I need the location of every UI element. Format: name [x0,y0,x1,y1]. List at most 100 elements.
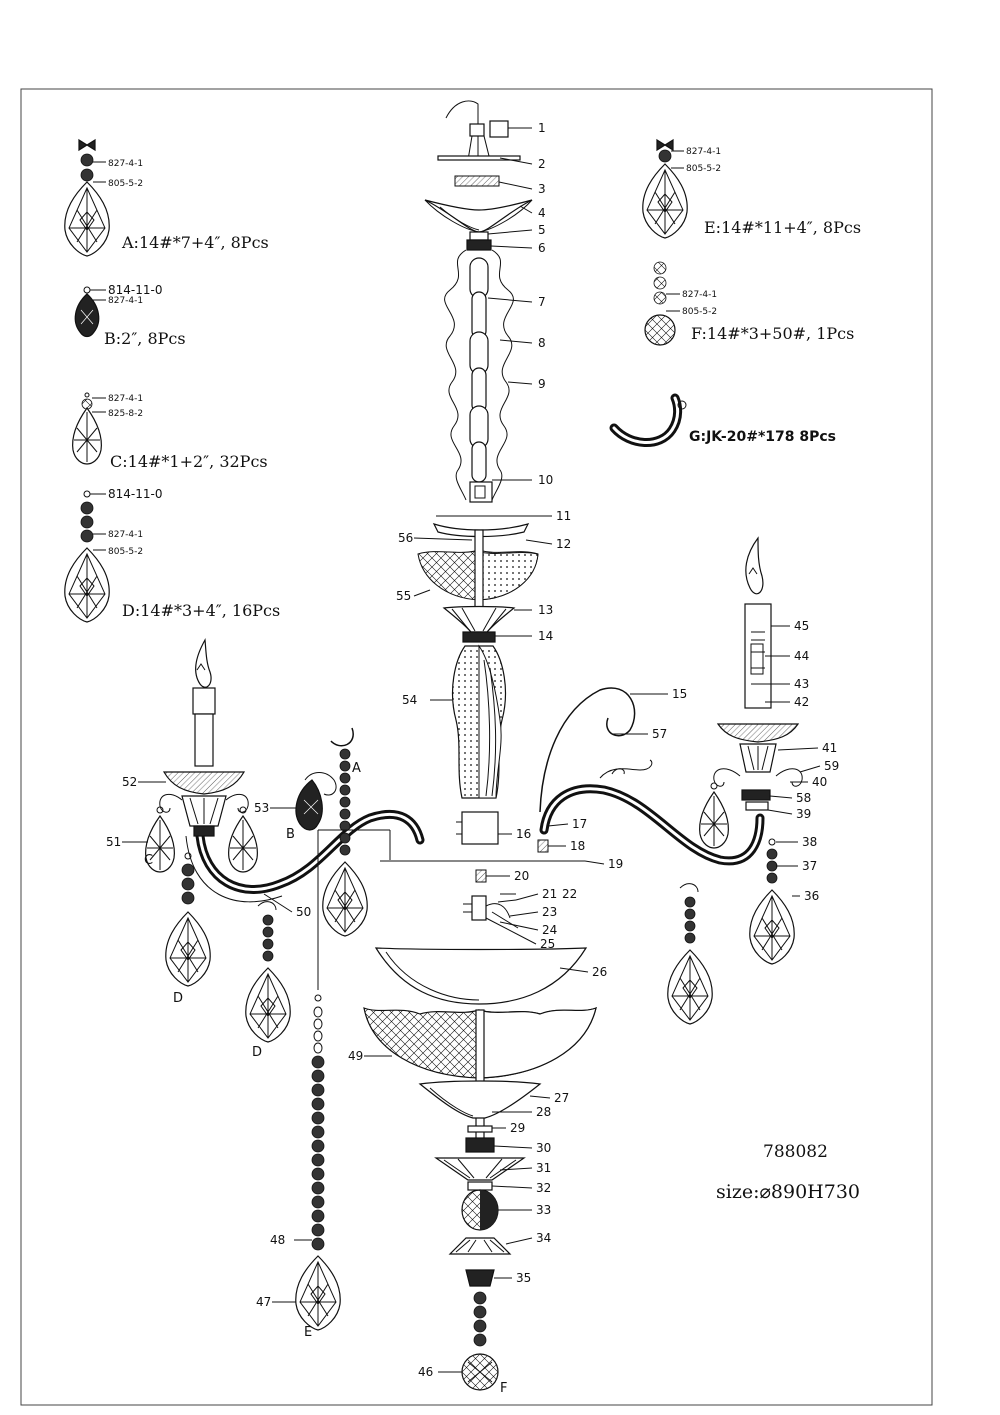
part-41-label: 41 [822,741,837,755]
part-45-label: 45 [794,619,809,633]
part-36-label: 36 [804,889,819,903]
part-42-label: 42 [794,695,809,709]
part-26-label: 26 [592,965,607,979]
central-column [363,100,597,1391]
legend-e-code-1: 827-4-1 [686,147,721,157]
legend-a-spec: A:14#*7+4″, 8Pcs [121,233,269,252]
legend-b-spec: B:2″, 8Pcs [104,329,186,348]
legend-a-code-2: 805-5-2 [108,179,143,189]
part-47-label: 47 [256,1295,271,1309]
part-44-label: 44 [794,649,809,663]
legend-f-code-2: 805-5-2 [682,307,717,317]
part-38-label: 38 [802,835,817,849]
part-49-label: 49 [348,1049,363,1063]
pendant-letter-d-left: D [173,991,183,1006]
part-15-label: 15 [672,687,687,701]
legend-b: 814-11-0 827-4-1 B:2″, 8Pcs [74,283,186,348]
part-33-label: 33 [536,1203,551,1217]
legend-d-code-2: 827-4-1 [108,530,143,540]
part-16-label: 16 [516,827,531,841]
part-32-label: 32 [536,1181,551,1195]
right-arm [537,536,803,1025]
part-8-label: 8 [538,336,546,350]
part-37-label: 37 [802,859,817,873]
model-number: 788082 [763,1142,828,1162]
pendant-letter-a: A [352,761,361,776]
leader-lines [122,127,821,1373]
part-27-label: 27 [554,1091,569,1105]
pendant-letter-f: F [500,1381,507,1396]
part-22-label: 22 [562,887,577,901]
legend-f-spec: F:14#*3+50#, 1Pcs [691,324,854,343]
part-24-label: 24 [542,923,557,937]
part-50-label: 50 [296,905,311,919]
part-55-label: 55 [396,589,411,603]
part-48-label: 48 [270,1233,285,1247]
part-23-label: 23 [542,905,557,919]
legend-d-code-3: 805-5-2 [108,547,143,557]
legend-c: 827-4-1 825-8-2 C:14#*1+2″, 32Pcs [72,392,268,471]
legend-d-spec: D:14#*3+4″, 16Pcs [122,601,280,620]
pendant-letter-d-middle: D [252,1045,262,1060]
part-53-label: 53 [254,801,269,815]
part-56-label: 56 [398,531,413,545]
legend-g: G:JK-20#*178 8Pcs [609,393,836,447]
part-10-label: 10 [538,473,553,487]
part-54-label: 54 [402,693,417,707]
part-28-label: 28 [536,1105,551,1119]
part-6-label: 6 [538,241,546,255]
legend-a: 827-4-1 805-5-2 A:14#*7+4″, 8Pcs [64,138,269,257]
part-13-label: 13 [538,603,553,617]
part-4-label: 4 [538,206,546,220]
part-7-label: 7 [538,295,546,309]
page-border [20,88,933,1406]
part-12-label: 12 [556,537,571,551]
part-35-label: 35 [516,1271,531,1285]
part-1-label: 1 [538,121,546,135]
pendant-letters: A B C D D E F [144,761,507,1396]
part-21-label: 21 [542,887,557,901]
part-51-label: 51 [106,835,121,849]
legend-c-spec: C:14#*1+2″, 32Pcs [110,452,268,471]
part-30-label: 30 [536,1141,551,1155]
part-20-label: 20 [514,869,529,883]
part-17-label: 17 [572,817,587,831]
part-25-label: 25 [540,937,555,951]
part-29-label: 29 [510,1121,525,1135]
pendant-letter-e: E [304,1325,312,1340]
legend-e: 827-4-1 805-5-2 E:14#*11+4″, 8Pcs [642,138,861,239]
legend-c-code-1: 827-4-1 [108,394,143,404]
legend-c-code-2: 825-8-2 [108,409,143,419]
pendant-letter-c: C [144,853,153,868]
part-52-label: 52 [122,775,137,789]
legend-f-code-1: 827-4-1 [682,290,717,300]
part-2-label: 2 [538,157,546,171]
legend-b-code-1: 814-11-0 [108,283,162,297]
part-11-label: 11 [556,509,571,523]
part-57-label: 57 [652,727,667,741]
part-34-label: 34 [536,1231,551,1245]
part-46-label: 46 [418,1365,433,1379]
part-number-labels: 1 2 3 4 5 6 7 8 9 10 11 12 13 14 15 16 1… [106,121,839,1379]
part-58-label: 58 [796,791,811,805]
legend-e-code-2: 805-5-2 [686,164,721,174]
part-3-label: 3 [538,182,546,196]
legend-a-code-1: 827-4-1 [108,159,143,169]
legend-d: 814-11-0 827-4-1 805-5-2 D:14#*3+4″, 16P… [64,487,280,623]
part-5-label: 5 [538,223,546,237]
part-18-label: 18 [570,839,585,853]
part-39-label: 39 [796,807,811,821]
part-43-label: 43 [794,677,809,691]
part-59-label: 59 [824,759,839,773]
part-14-label: 14 [538,629,553,643]
part-40-label: 40 [812,775,827,789]
part-19-label: 19 [608,857,623,871]
pendant-letter-b: B [286,827,295,842]
legend-g-spec: G:JK-20#*178 8Pcs [689,429,836,445]
left-arm [145,638,425,1331]
size-spec: size:⌀890H730 [716,1181,860,1203]
legend-d-code-1: 814-11-0 [108,487,162,501]
legend-e-spec: E:14#*11+4″, 8Pcs [704,218,861,237]
part-31-label: 31 [536,1161,551,1175]
